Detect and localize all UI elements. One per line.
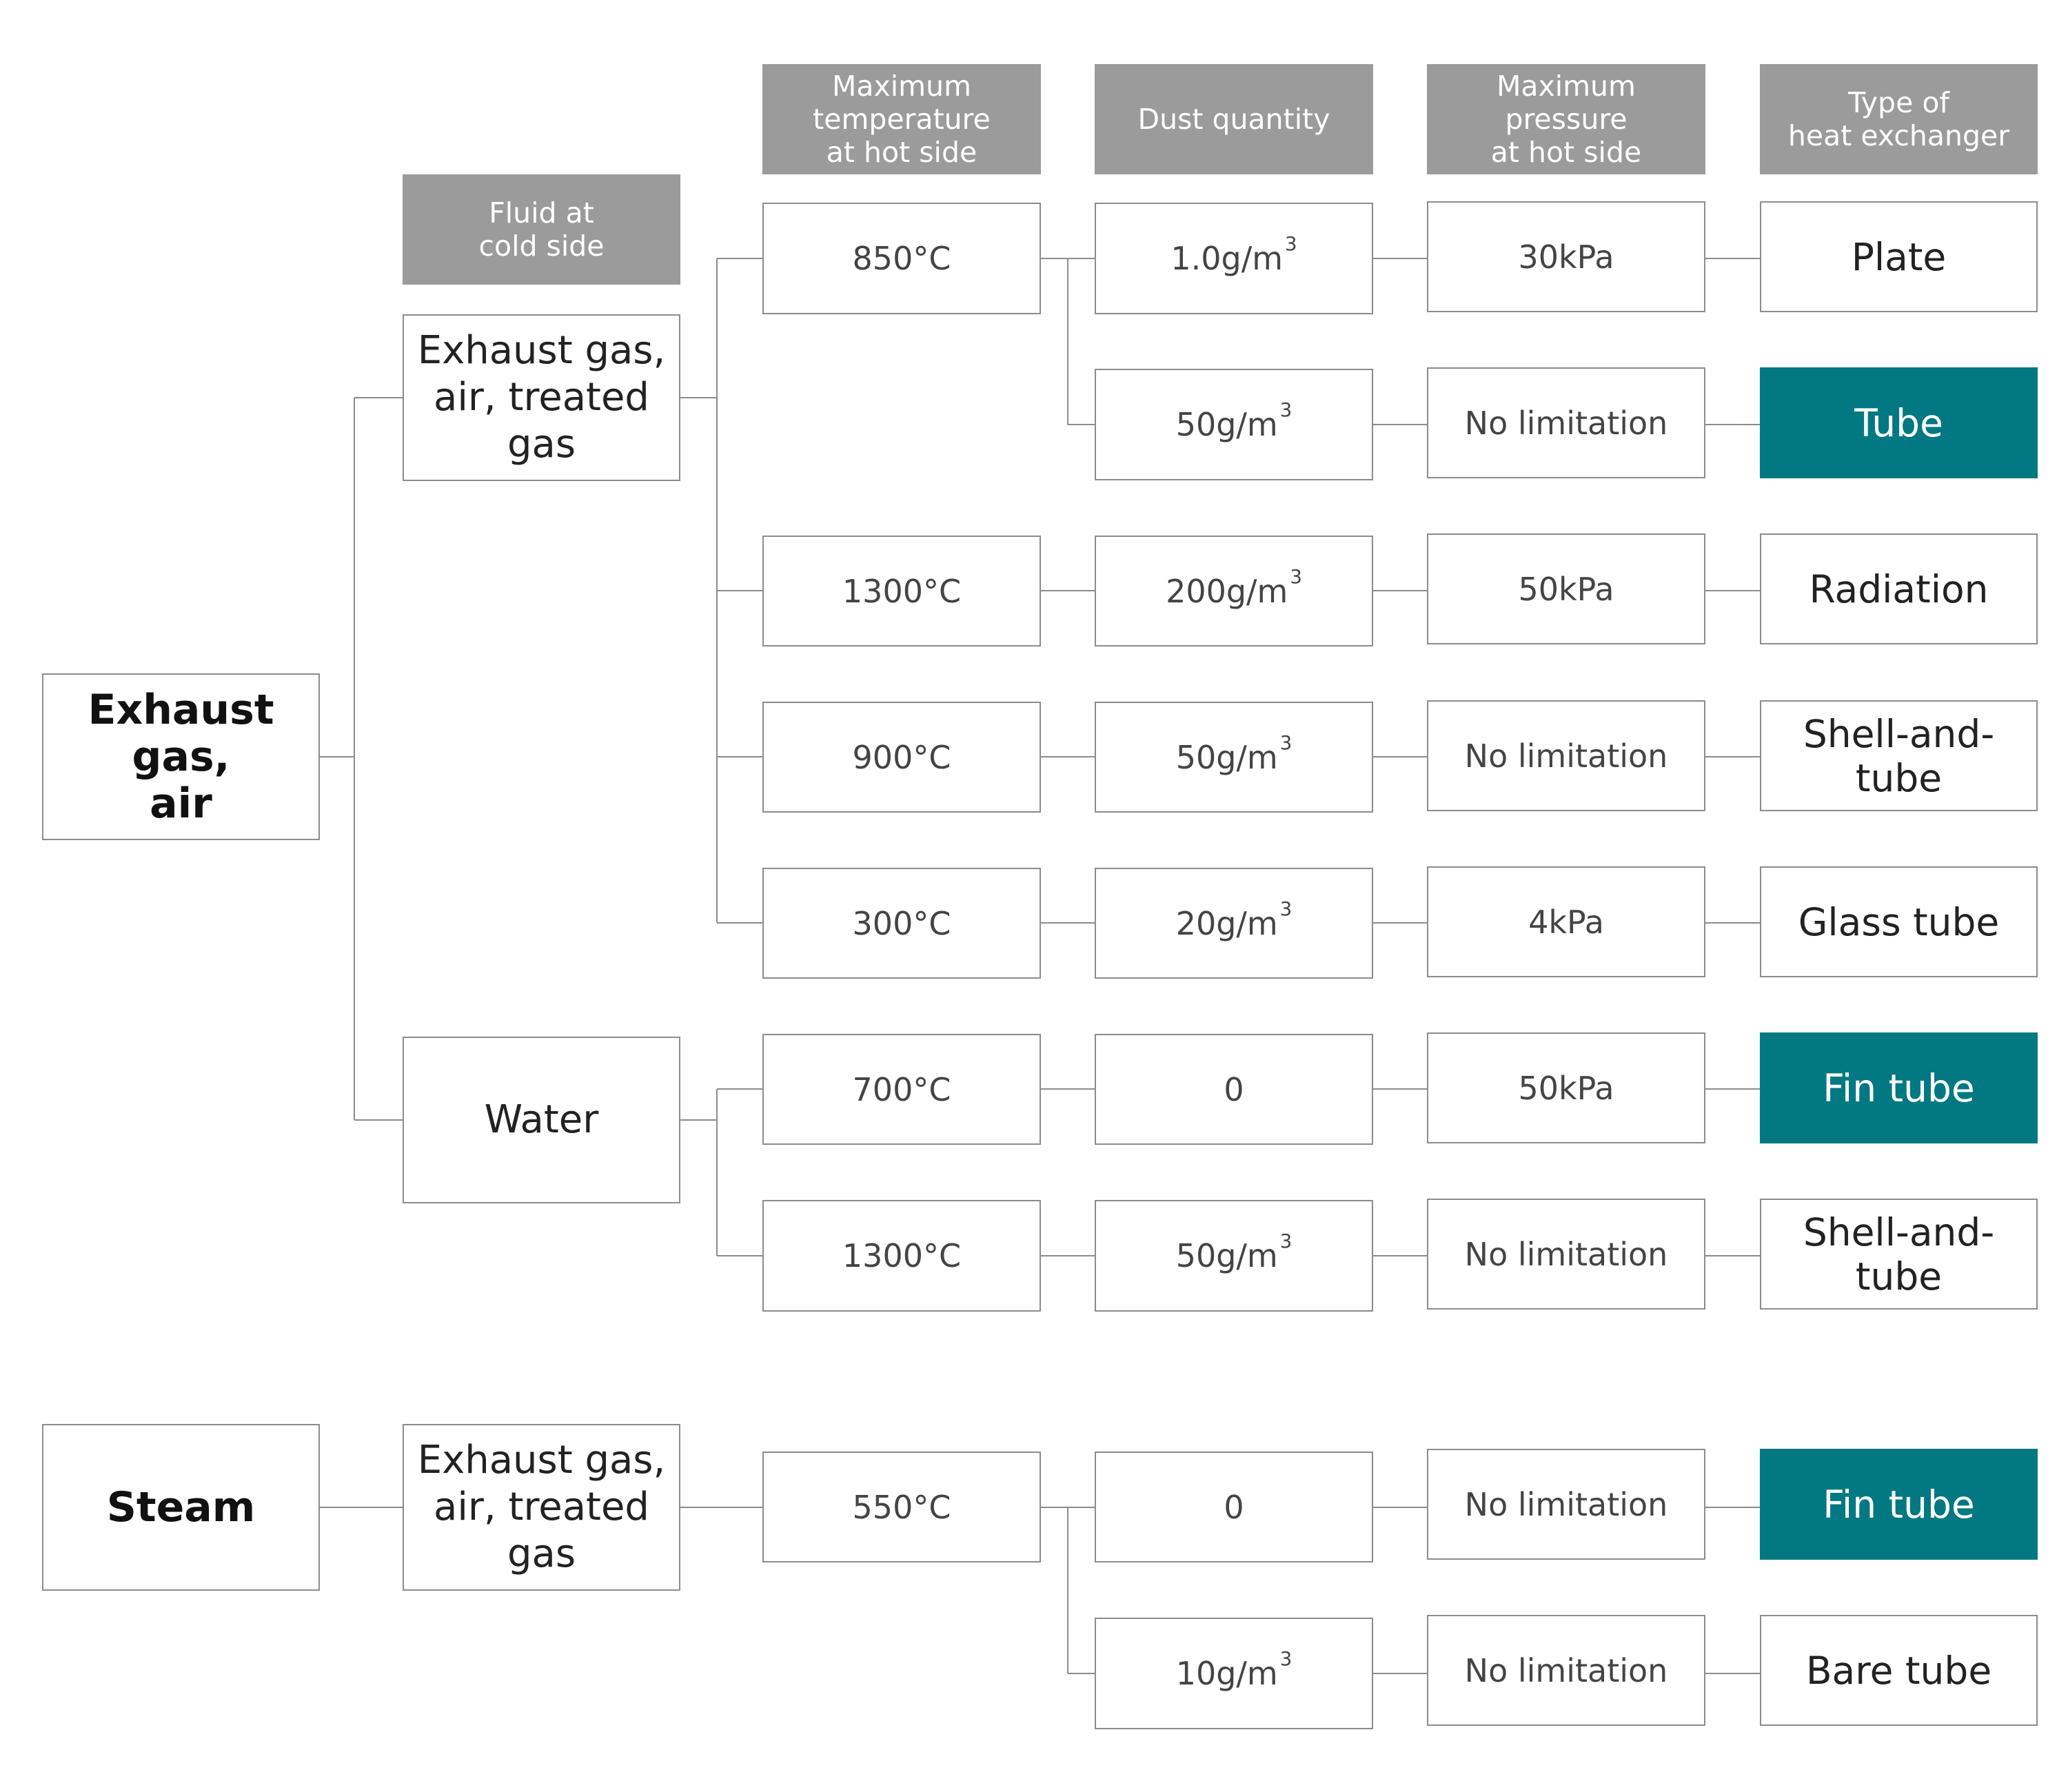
hx-type-tube: Tube [1760,367,2038,478]
pressure-plate: 30kPa [1427,201,1705,312]
pressure-shell-and-tube: No limitation [1427,700,1705,811]
temperature-1300-shell: 1300°C [762,1200,1041,1312]
dust-quantity-fin-tube: 0 [1095,1034,1373,1145]
connector-line [1041,590,1095,1256]
header-dust-quantity: Dust quantity [1095,64,1373,174]
temperature-300: 300°C [762,868,1041,979]
header-hx-type: Type of heat exchanger [1760,64,2038,174]
hot-fluid-exhaust-gas-air: Exhaust gas, air [42,673,320,840]
pressure-fin-tube-steam: No limitation [1427,1449,1705,1560]
hx-type-plate: Plate [1760,201,2038,312]
temperature-900: 900°C [762,702,1041,813]
pressure-glass-tube: 4kPa [1427,866,1705,977]
pressure-tube: No limitation [1427,367,1705,478]
hx-type-shell-and-tube-water: Shell-and-tube [1760,1199,2038,1310]
connector-line [680,258,762,924]
pressure-bare-tube: No limitation [1427,1615,1705,1726]
cold-fluid-water: Water [403,1037,680,1203]
connector-line [1705,258,1760,1674]
temperature-1300-radiation: 1300°C [762,536,1041,646]
pressure-fin-tube: 50kPa [1427,1032,1705,1143]
pressure-shell-and-tube-water: No limitation [1427,1199,1705,1310]
hx-type-shell-and-tube: Shell-and-tube [1760,700,2038,811]
header-max-temperature: Maximum temperature at hot side [762,64,1041,174]
dust-quantity-fin-tube-steam: 0 [1095,1452,1373,1562]
cold-fluid-steam-exhaust-treated-gas: Exhaust gas, air, treated gas [403,1424,680,1591]
header-fluid-cold-side: Fluid at cold side [403,174,680,285]
pressure-radiation: 50kPa [1427,533,1705,644]
temperature-700: 700°C [762,1034,1041,1145]
connector-line [1373,258,1427,1674]
connector-line [1041,258,1095,425]
hot-fluid-steam: Steam [42,1424,320,1591]
hx-type-fin-tube: Fin tube [1760,1032,2038,1143]
hx-type-bare-tube: Bare tube [1760,1615,2038,1726]
connector-line [320,397,403,1121]
temperature-550: 550°C [762,1452,1041,1562]
hx-type-radiation: Radiation [1760,533,2038,644]
connector-line [680,1088,762,1256]
hx-type-fin-tube-steam: Fin tube [1760,1449,2038,1560]
temperature-850: 850°C [762,203,1041,314]
cold-fluid-exhaust-treated-gas: Exhaust gas, air, treated gas [403,314,680,481]
hx-type-glass-tube: Glass tube [1760,866,2038,977]
connector-line [1041,1507,1095,1674]
header-max-pressure: Maximum pressure at hot side [1427,64,1705,174]
